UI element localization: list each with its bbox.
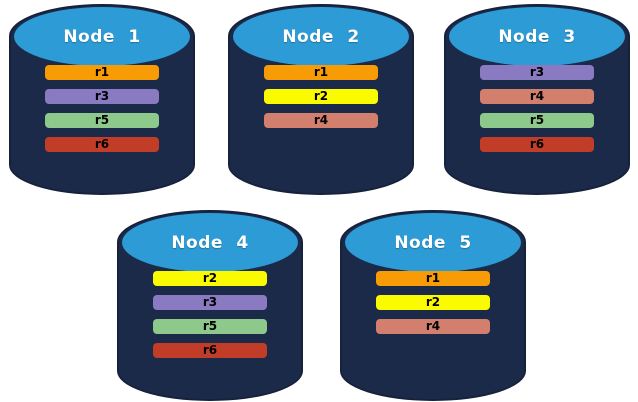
replica-bar: r6 — [480, 137, 594, 152]
replica-list: r1 r3 r5 r6 — [45, 65, 159, 161]
cylinder-top: Node 5 — [345, 213, 521, 272]
replica-label: r1 — [313, 65, 329, 79]
replica-bar: r2 — [153, 271, 267, 286]
replica-list: r1 r2 r4 — [264, 65, 378, 137]
cylinder-top: Node 1 — [14, 7, 190, 66]
replica-label: r5 — [94, 113, 110, 127]
replica-bar: r4 — [376, 319, 490, 334]
replica-label: r4 — [425, 319, 441, 333]
replica-bar: r5 — [45, 113, 159, 128]
replica-bar: r6 — [45, 137, 159, 152]
replica-label: r6 — [94, 137, 110, 151]
replica-bar: r3 — [480, 65, 594, 80]
node-label: Node 4 — [171, 232, 249, 253]
replica-bar: r6 — [153, 343, 267, 358]
replica-label: r3 — [529, 65, 545, 79]
database-node: Node 2 r1 r2 r4 — [228, 4, 414, 195]
replica-label: r1 — [425, 271, 441, 285]
database-node: Node 5 r1 r2 r4 — [340, 210, 526, 401]
replica-bar: r2 — [264, 89, 378, 104]
replica-list: r2 r3 r5 r6 — [153, 271, 267, 367]
replica-label: r4 — [313, 113, 329, 127]
replica-bar: r1 — [376, 271, 490, 286]
replica-bar: r5 — [480, 113, 594, 128]
replica-bar: r3 — [45, 89, 159, 104]
replica-bar: r5 — [153, 319, 267, 334]
replica-label: r5 — [529, 113, 545, 127]
replica-bar: r1 — [45, 65, 159, 80]
node-label: Node 3 — [498, 26, 576, 47]
node-label: Node 5 — [394, 232, 472, 253]
cylinder-top: Node 2 — [233, 7, 409, 66]
node-label: Node 2 — [282, 26, 360, 47]
node-label: Node 1 — [63, 26, 141, 47]
database-node: Node 3 r3 r4 r5 r6 — [444, 4, 630, 195]
replica-label: r3 — [94, 89, 110, 103]
replica-list: r1 r2 r4 — [376, 271, 490, 343]
replica-label: r4 — [529, 89, 545, 103]
replica-label: r6 — [529, 137, 545, 151]
database-node: Node 4 r2 r3 r5 r6 — [117, 210, 303, 401]
replica-list: r3 r4 r5 r6 — [480, 65, 594, 161]
replica-label: r2 — [313, 89, 329, 103]
replica-bar: r3 — [153, 295, 267, 310]
database-node: Node 1 r1 r3 r5 r6 — [9, 4, 195, 195]
replica-bar: r4 — [480, 89, 594, 104]
replica-label: r2 — [202, 271, 218, 285]
cylinder-top: Node 3 — [449, 7, 625, 66]
replica-label: r1 — [94, 65, 110, 79]
replica-bar: r2 — [376, 295, 490, 310]
replica-bar: r4 — [264, 113, 378, 128]
replica-label: r5 — [202, 319, 218, 333]
cylinder-top: Node 4 — [122, 213, 298, 272]
replica-label: r2 — [425, 295, 441, 309]
replica-label: r3 — [202, 295, 218, 309]
replica-label: r6 — [202, 343, 218, 357]
replica-bar: r1 — [264, 65, 378, 80]
